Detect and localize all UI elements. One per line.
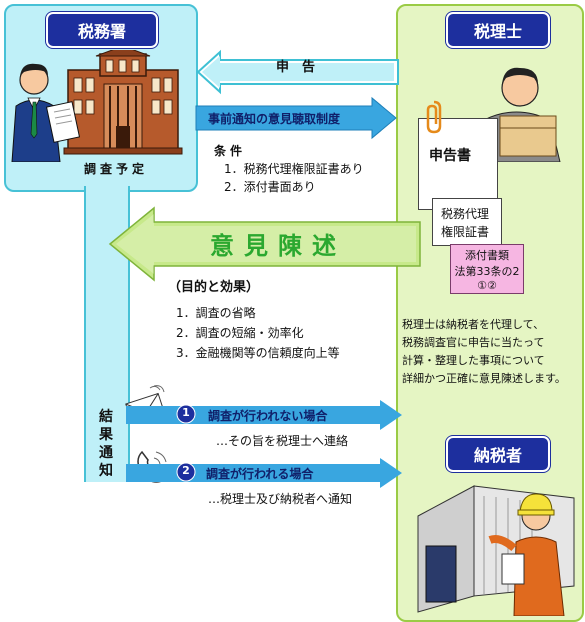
case1-arrow	[126, 400, 402, 430]
opinion-arrow	[108, 206, 421, 282]
tax-accountant-badge: 税理士	[446, 12, 550, 48]
description-text: 税理士は納税者を代理して、 税務調査官に申告に当たって 計算・整理した事項につい…	[402, 316, 566, 388]
power-of-attorney-document: 税務代理 権限証書	[432, 198, 502, 246]
case2-note: …税理士及び納税者へ通知	[208, 492, 353, 506]
taxpayer-title: 納税者	[473, 446, 522, 465]
tax-return-label: 申告書	[429, 148, 471, 164]
taxpayer-badge: 納税者	[446, 436, 550, 472]
opinion-label: 意見陳述	[210, 232, 346, 260]
tax-office-title: 税務署	[77, 22, 126, 41]
attach-line2: 法第33条の2	[454, 265, 520, 278]
taxpayer-illustration	[417, 485, 575, 616]
paperclip-icon	[426, 100, 442, 134]
description-line: 税務調査官に申告に当たって	[402, 336, 545, 349]
attachment-document: 添付書類 法第33条の2 ①②	[450, 244, 524, 294]
power-line1: 税務代理	[441, 207, 490, 221]
case2-arrow	[126, 458, 402, 488]
declaration-arrow	[196, 49, 399, 95]
declaration-label: 申 告	[276, 60, 316, 75]
tax-accountant-illustration	[479, 67, 561, 162]
power-line2: 権限証書	[441, 225, 490, 239]
condition-item: 1．税務代理権限証書あり	[224, 162, 364, 176]
case1-note: …その旨を税理士へ連絡	[216, 434, 349, 448]
purpose-heading: （目的と効果）	[168, 280, 260, 295]
description-line: 税理士は納税者を代理して、	[402, 318, 545, 331]
case1-number: 1	[182, 406, 190, 419]
case2-label: 調査が行われる場合	[206, 467, 314, 481]
tax-office-badge: 税務署	[46, 12, 158, 48]
purpose-item: 1．調査の省略	[176, 306, 256, 320]
case1-number-icon	[176, 404, 196, 424]
tax-office-illustration	[11, 50, 183, 162]
case2-number: 2	[182, 464, 190, 477]
advance-notice-label: 事前通知の意見聴取制度	[208, 112, 341, 126]
description-line: 計算・整理した事項について	[402, 354, 545, 367]
case2-number-icon	[176, 462, 196, 482]
description-line: 詳細かつ正確に意見陳述します。	[402, 372, 566, 385]
tax-accountant-title: 税理士	[473, 22, 522, 41]
attach-line3: ①②	[477, 279, 497, 292]
result-notice-label: 結 果 通 知	[99, 409, 113, 479]
case1-label: 調査が行われない場合	[208, 409, 328, 423]
schedule-label: 調査予定	[84, 162, 149, 176]
advance-notice-arrow	[195, 96, 397, 140]
condition-item: 2．添付書面あり	[224, 180, 316, 194]
purpose-item: 2．調査の短縮・効率化	[176, 326, 304, 340]
purpose-item: 3．金融機関等の信頼度向上等	[176, 346, 340, 360]
attach-line1: 添付書類	[465, 249, 509, 262]
tax-return-document: 申告書	[418, 118, 498, 210]
conditions-heading: 条件	[214, 144, 247, 158]
